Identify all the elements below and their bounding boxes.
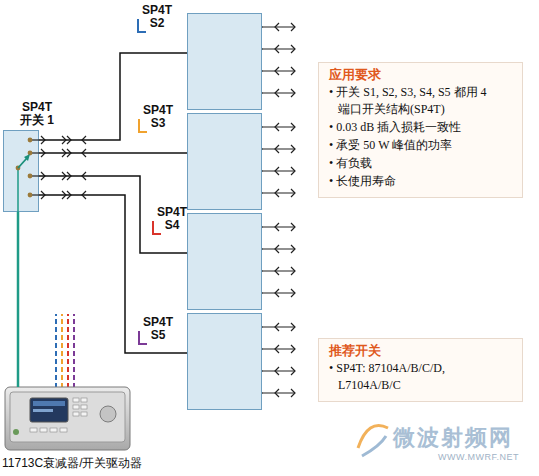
switch-label: SP4T S5 [139, 316, 177, 342]
contact-dot [28, 138, 33, 143]
rotary-knob [100, 406, 116, 422]
coax-connector [62, 136, 86, 144]
contact-dot [28, 151, 33, 156]
control-stub [138, 19, 146, 32]
switch-box: SP4T S3 [187, 113, 262, 210]
watermark-logo [358, 426, 388, 457]
bullet-item: • 开关 S1, S2, S3, S4, S5 都用 4 端口开关结构(SP4T… [329, 84, 510, 118]
control-cables [56, 314, 74, 388]
coax-connector [62, 149, 86, 157]
bullet-item: • 0.03 dB 插入损耗一致性 [329, 119, 510, 136]
contact-dot [28, 174, 33, 179]
rf-cable [39, 53, 187, 140]
port-connectors [41, 136, 86, 199]
switch-box: SP4T S2 [187, 13, 262, 110]
contact-dot [28, 193, 33, 198]
switch-label: SP4T 开关 1 [17, 101, 57, 127]
contact-line [30, 194, 39, 195]
port-fork [41, 136, 45, 199]
control-cable [73, 314, 75, 388]
rf-cable [39, 176, 187, 253]
display-line [33, 401, 65, 406]
control-stub [153, 221, 161, 234]
watermark: 微波射频网 [393, 423, 513, 453]
note-box: 推荐开关• SP4T: 87104A/B/C/D, L7104A/B/C [318, 338, 523, 402]
switch-box: SP4T S5 [187, 313, 262, 410]
pivot-dot [16, 166, 21, 171]
front-panel [10, 392, 125, 442]
control-cable [55, 314, 57, 388]
rf-cable [39, 152, 187, 154]
panel-heading: 推荐开关 [329, 342, 514, 359]
control-cable [67, 314, 69, 388]
rf-cable [39, 195, 187, 353]
switch-contacts [16, 138, 39, 212]
common-line [17, 168, 19, 212]
driver-instrument: 11713C衰减器/开关驱动器 [5, 387, 130, 450]
bullet-item: • SP4T: 87104A/B/C/D, L7104A/B/C [329, 360, 510, 394]
bullet-item: • 有负载 [329, 155, 510, 172]
control-stub [139, 331, 147, 344]
contact-line [30, 152, 39, 153]
contact-line [30, 175, 39, 176]
switch-label: SP4T S2 [138, 4, 176, 30]
switch-arrow [18, 158, 27, 168]
power-button [13, 429, 19, 435]
control-cable [61, 314, 63, 388]
switch-box: SP4T 开关 1 [3, 130, 39, 212]
instrument-drawing [5, 387, 130, 450]
switch-arrowhead [24, 154, 30, 161]
coax-connector [62, 191, 86, 199]
switch-box: SP4T S4 [187, 213, 262, 310]
control-cable [17, 212, 20, 387]
display-screen [30, 398, 68, 422]
bullet-item: • 长使用寿命 [329, 173, 510, 190]
coax-connector [62, 172, 86, 180]
note-box: 应用要求• 开关 S1, S2, S3, S4, S5 都用 4 端口开关结构(… [318, 62, 523, 198]
switch-label: SP4T S4 [153, 206, 191, 232]
keypad [30, 398, 87, 432]
control-stub [139, 119, 147, 132]
watermark-url: WWW.MWRF.NET [438, 452, 519, 462]
contact-line [30, 139, 39, 140]
display-line [33, 409, 53, 412]
instrument-caption: 11713C衰减器/开关驱动器 [2, 456, 192, 470]
instrument-body [5, 387, 130, 450]
switch-label: SP4T S3 [139, 104, 177, 130]
bullet-item: • 承受 50 W 峰值的功率 [329, 137, 510, 154]
panel-heading: 应用要求 [329, 66, 514, 83]
